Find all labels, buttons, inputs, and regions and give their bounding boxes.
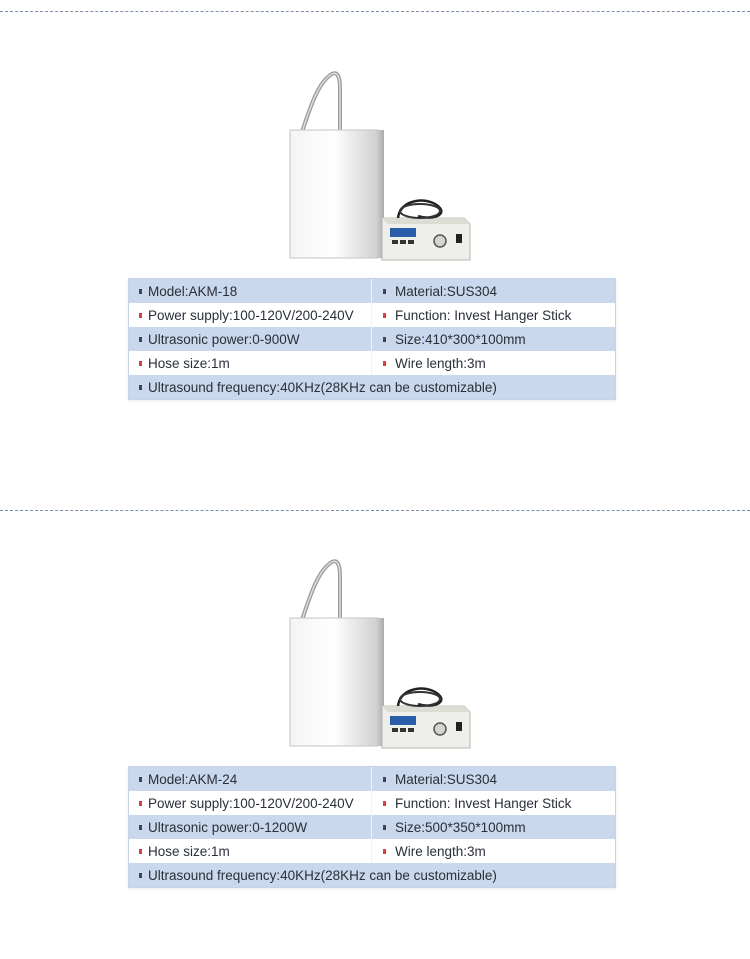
spec-row: Ultrasound frequency:40KHz(28KHz can be … bbox=[129, 863, 615, 887]
bullet-icon bbox=[139, 800, 142, 806]
spec-material: Material:SUS304 bbox=[395, 283, 498, 299]
spec-function: Function: Invest Hanger Stick bbox=[395, 795, 572, 811]
spec-row: Ultrasound frequency:40KHz(28KHz can be … bbox=[129, 375, 615, 399]
section-divider-top bbox=[0, 11, 750, 12]
spec-row: Model:AKM-18 Material:SUS304 bbox=[129, 279, 615, 303]
spec-wire-length: Wire length:3m bbox=[395, 843, 486, 859]
spec-size: Size:500*350*100mm bbox=[395, 819, 526, 835]
section-divider-middle bbox=[0, 510, 750, 511]
spec-model: Model:AKM-24 bbox=[148, 771, 238, 787]
spec-wire-length: Wire length:3m bbox=[395, 355, 486, 371]
bullet-icon bbox=[139, 384, 142, 390]
bullet-icon bbox=[383, 848, 386, 854]
spec-row: Ultrasonic power:0-900W Size:410*300*100… bbox=[129, 327, 615, 351]
spec-row: Hose size:1m Wire length:3m bbox=[129, 839, 615, 863]
spec-row: Ultrasonic power:0-1200W Size:500*350*10… bbox=[129, 815, 615, 839]
spec-table-2: Model:AKM-24 Material:SUS304 Power suppl… bbox=[128, 766, 616, 888]
spec-row: Model:AKM-24 Material:SUS304 bbox=[129, 767, 615, 791]
bullet-icon bbox=[139, 312, 142, 318]
bullet-icon bbox=[139, 336, 142, 342]
spec-hose-size: Hose size:1m bbox=[148, 843, 230, 859]
spec-function: Function: Invest Hanger Stick bbox=[395, 307, 572, 323]
bullet-icon bbox=[383, 824, 386, 830]
bullet-icon bbox=[139, 776, 142, 782]
spec-model: Model:AKM-18 bbox=[148, 283, 238, 299]
spec-frequency: Ultrasound frequency:40KHz(28KHz can be … bbox=[148, 379, 497, 395]
bullet-icon bbox=[383, 336, 386, 342]
spec-row: Power supply:100-120V/200-240V Function:… bbox=[129, 303, 615, 327]
product-image-1 bbox=[289, 71, 471, 261]
bullet-icon bbox=[383, 800, 386, 806]
bullet-icon bbox=[139, 288, 142, 294]
bullet-icon bbox=[383, 288, 386, 294]
spec-row: Hose size:1m Wire length:3m bbox=[129, 351, 615, 375]
spec-table-1: Model:AKM-18 Material:SUS304 Power suppl… bbox=[128, 278, 616, 400]
bullet-icon bbox=[383, 312, 386, 318]
bullet-icon bbox=[383, 776, 386, 782]
spec-ultrasonic-power: Ultrasonic power:0-900W bbox=[148, 331, 300, 347]
spec-row: Power supply:100-120V/200-240V Function:… bbox=[129, 791, 615, 815]
product-image-2 bbox=[289, 559, 471, 749]
bullet-icon bbox=[139, 360, 142, 366]
bullet-icon bbox=[139, 872, 142, 878]
spec-power-supply: Power supply:100-120V/200-240V bbox=[148, 795, 354, 811]
spec-frequency: Ultrasound frequency:40KHz(28KHz can be … bbox=[148, 867, 497, 883]
spec-material: Material:SUS304 bbox=[395, 771, 498, 787]
bullet-icon bbox=[383, 360, 386, 366]
spec-size: Size:410*300*100mm bbox=[395, 331, 526, 347]
bullet-icon bbox=[139, 848, 142, 854]
spec-ultrasonic-power: Ultrasonic power:0-1200W bbox=[148, 819, 308, 835]
spec-hose-size: Hose size:1m bbox=[148, 355, 230, 371]
spec-power-supply: Power supply:100-120V/200-240V bbox=[148, 307, 354, 323]
bullet-icon bbox=[139, 824, 142, 830]
